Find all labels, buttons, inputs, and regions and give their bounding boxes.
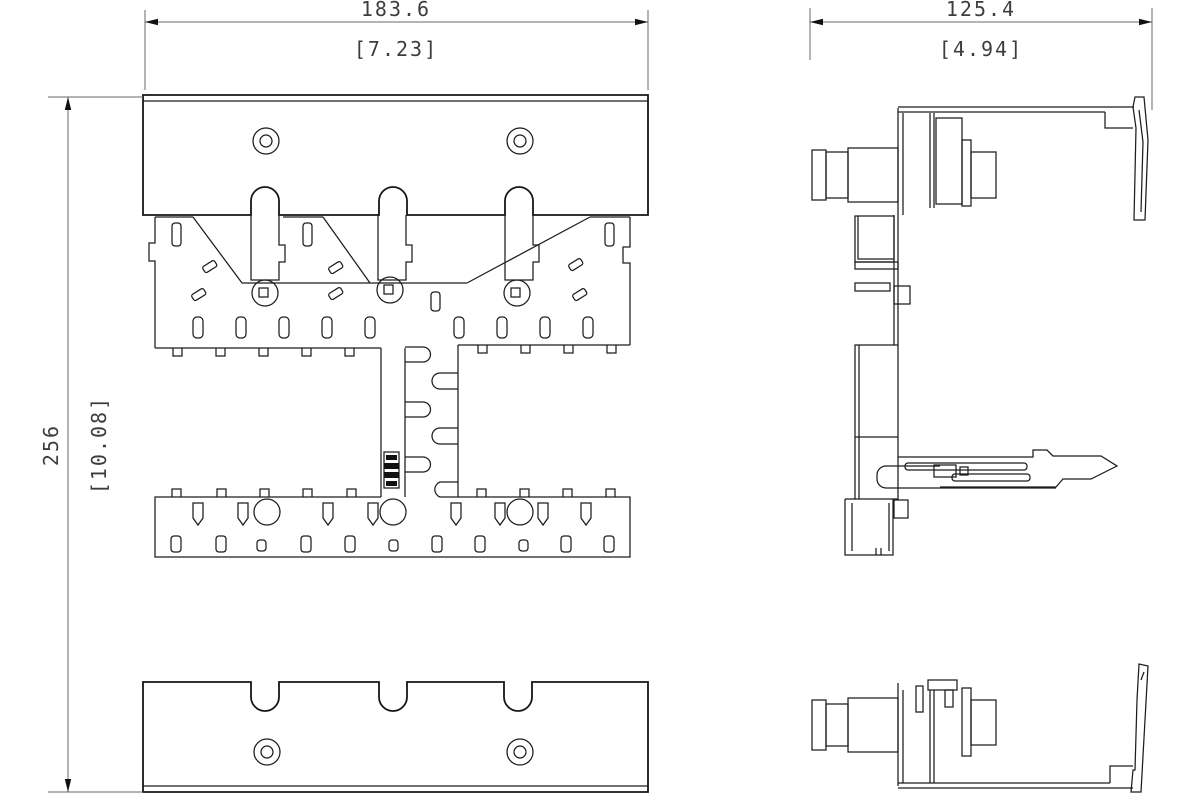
side-bottom-assembly	[811, 663, 1149, 793]
height-inch-label: [10.08]	[87, 396, 111, 494]
width-inch-label: [7.23]	[354, 37, 438, 61]
top-rail	[142, 94, 649, 216]
side-top-assembly	[811, 96, 1149, 556]
dimension-height: 256 [10.08]	[39, 96, 143, 793]
bottom-rail	[142, 681, 649, 793]
center-spine	[380, 345, 459, 498]
height-mm-label: 256	[39, 424, 63, 466]
depth-inch-label: [4.94]	[939, 37, 1023, 61]
width-mm-label: 183.6	[361, 0, 431, 21]
depth-mm-label: 125.4	[946, 0, 1016, 21]
upper-plate	[148, 215, 631, 357]
small-component	[383, 451, 400, 489]
side-view	[811, 96, 1149, 793]
dimension-depth: 125.4 [4.94]	[809, 0, 1153, 110]
dimension-width: 183.6 [7.23]	[144, 0, 649, 90]
front-view	[142, 94, 649, 793]
lower-plate	[154, 488, 631, 558]
